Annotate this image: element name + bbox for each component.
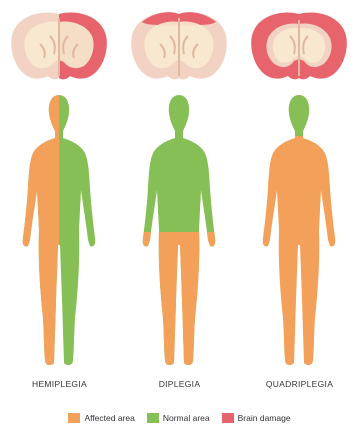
legend-label: Normal area — [163, 413, 210, 423]
brain-diagram — [251, 13, 347, 80]
brain-diagram — [131, 12, 227, 79]
quadriplegia-figure — [240, 0, 359, 375]
legend-item-brain-damage: Brain damage — [222, 413, 291, 423]
body-silhouette — [0, 90, 119, 370]
brain-diagram — [11, 13, 107, 80]
affected-swatch-icon — [68, 413, 80, 423]
affected-area — [0, 90, 59, 370]
panel-label: HEMIPLEGIA — [0, 379, 119, 389]
hemiplegia-figure — [0, 0, 119, 375]
legend-label: Brain damage — [238, 413, 291, 423]
body-silhouette — [240, 90, 359, 370]
normal-area — [240, 90, 359, 136]
legend: Affected area Normal area Brain damage — [0, 410, 359, 425]
panel-hemiplegia: HEMIPLEGIA — [0, 0, 119, 400]
affected-area — [120, 232, 239, 372]
legend-item-affected: Affected area — [68, 413, 134, 423]
diplegia-figure — [120, 0, 239, 375]
panel-label: DIPLEGIA — [120, 379, 239, 389]
brain-damage-swatch-icon — [222, 413, 234, 423]
panel-diplegia: DIPLEGIA — [120, 0, 239, 400]
normal-swatch-icon — [147, 413, 159, 423]
panel-label: QUADRIPLEGIA — [240, 379, 359, 389]
body-silhouette — [120, 90, 239, 372]
legend-label: Affected area — [84, 413, 134, 423]
legend-item-normal: Normal area — [147, 413, 210, 423]
panel-quadriplegia: QUADRIPLEGIA — [240, 0, 359, 400]
